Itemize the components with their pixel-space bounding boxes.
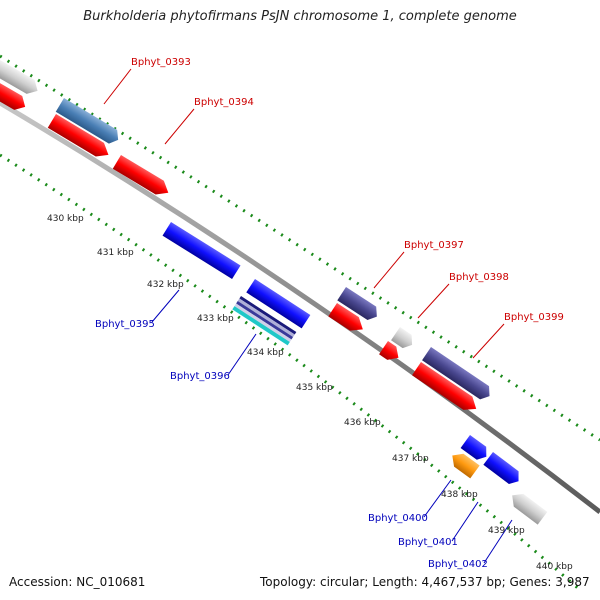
ruler-label: 439 kbp [488,526,525,536]
gene-bphyt-0397b[interactable] [328,303,367,336]
gene-label-bphyt-0394[interactable]: Bphyt_0394 [194,97,254,108]
ruler: 430 kbp 431 kbp 432 kbp 433 kbp 434 kbp … [47,214,573,572]
gene-bphyt-0398b[interactable] [379,341,403,364]
chromosome-backbone [0,100,600,514]
gene-bphyt-0401a[interactable] [483,452,523,488]
forward-tick-track [0,54,600,442]
ruler-label: 431 kbp [97,248,134,258]
gene-label-bphyt-0399[interactable]: Bphyt_0399 [504,312,564,323]
gene-bphyt-0397[interactable] [337,287,381,323]
gene-bphyt-0393[interactable] [55,98,123,147]
gene-label-bphyt-0401[interactable]: Bphyt_0401 [398,537,458,548]
gene-bphyt-0396a[interactable] [246,279,311,329]
gene-bphyt-0396[interactable] [232,296,297,346]
gene-bphyt-0399[interactable] [422,347,494,403]
gene-label-bphyt-0397[interactable]: Bphyt_0397 [404,240,464,251]
ruler-label: 434 kbp [247,348,284,358]
ruler-label: 433 kbp [197,314,234,324]
gene-label-bphyt-0395[interactable]: Bphyt_0395 [95,319,155,330]
gene-bphyt-0394[interactable] [112,155,173,200]
ruler-label: 432 kbp [147,280,184,290]
gene-bphyt-0395[interactable] [162,222,241,280]
ruler-label: 436 kbp [344,418,381,428]
gene-labels: Bphyt_0393 Bphyt_0394 Bphyt_0397 Bphyt_0… [95,57,564,570]
gene-bphyt-0393b[interactable] [47,114,113,162]
gene-label-bphyt-0398[interactable]: Bphyt_0398 [449,272,509,283]
gene-label-bphyt-0396[interactable]: Bphyt_0396 [170,371,230,382]
reverse-tick-track [0,153,581,592]
map-title: Burkholderia phytofirmans PsJN chromosom… [83,9,517,24]
gene-label-bphyt-0400[interactable]: Bphyt_0400 [368,513,428,524]
gene-bphyt-0400a[interactable] [460,435,491,463]
gene-bphyt-0392b[interactable] [0,82,29,114]
gene-bphyt-0392[interactable] [0,60,42,98]
gene-bphyt-0400[interactable] [448,449,480,479]
gene-bphyt-0399b[interactable] [412,362,481,416]
gene-label-bphyt-0393[interactable]: Bphyt_0393 [131,57,191,68]
topology-text: Topology: circular; Length: 4,467,537 bp… [260,575,590,589]
gene-label-bphyt-0402[interactable]: Bphyt_0402 [428,559,488,570]
ruler-label: 440 kbp [536,562,573,572]
label-leaders [103,68,513,564]
gene-bphyt-0398[interactable] [391,327,417,351]
ruler-label: 435 kbp [296,383,333,393]
accession-text: Accession: NC_010681 [9,575,146,589]
gene-bphyt-0401[interactable] [499,444,500,445]
gene-bphyt-0402[interactable] [507,489,548,525]
ruler-label: 438 kbp [441,490,478,500]
ruler-label: 430 kbp [47,214,84,224]
ruler-label: 437 kbp [392,454,429,464]
